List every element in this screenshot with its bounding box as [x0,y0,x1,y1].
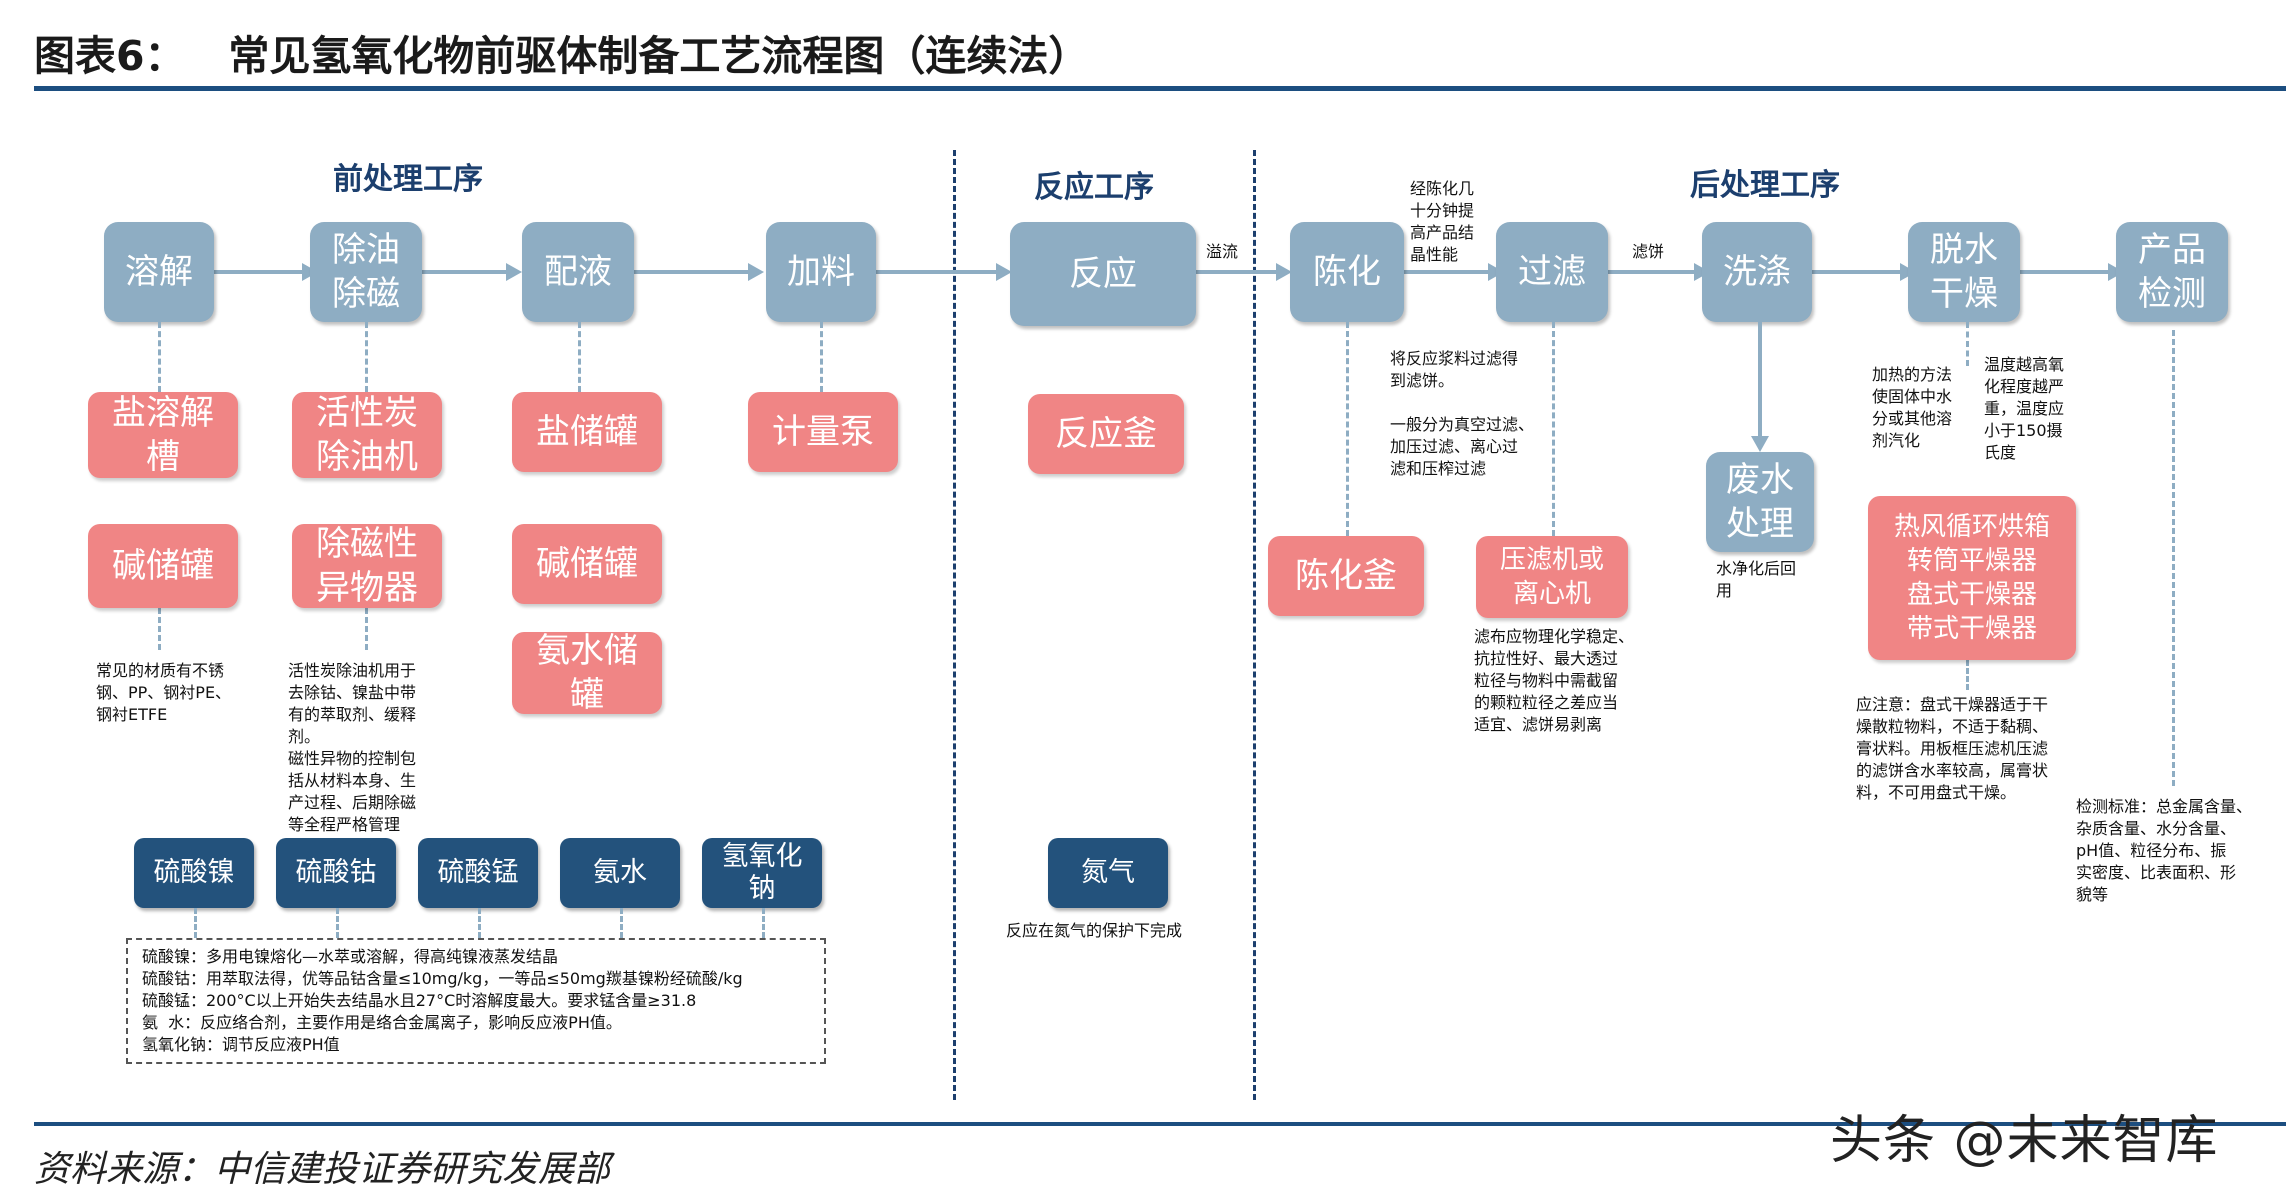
connector [158,322,161,392]
raw-material-notes: 硫酸镍：多用电镍熔化—水萃或溶解，得高纯镍液蒸发结晶 硫酸钴：用萃取法得，优等品… [126,938,826,1064]
connector [478,908,481,938]
connector [365,322,368,392]
equip-ammonia-tank: 氨水储 罐 [512,631,662,715]
step-aging: 陈化 [1290,222,1404,322]
equip-filter-press: 压滤机或 离心机 [1476,536,1628,618]
label-overflow: 溢流 [1206,242,1239,261]
raw-note-line: 氢氧化钠：调节反应液PH值 [142,1035,340,1054]
equip-dryers: 热风循环烘箱 转筒平燥器 盘式干燥器 带式干燥器 [1868,496,2076,660]
note-nitrogen: 反应在氮气的保护下完成 [1006,921,1183,940]
connector [158,608,161,650]
flow-arrow-icon [1276,263,1292,281]
note-inspection: 检测标准：总金属含量、 杂质含量、水分含量、 pH值、粒径分布、振 实密度、比表… [2076,797,2253,904]
raw-sodium-hydroxide: 氢氧化 钠 [702,838,822,908]
connector [336,908,339,938]
flow-line [214,270,309,274]
watermark: 头条 @未来智库 [1830,1111,2219,1171]
section-reaction: 反应工序 [1034,170,1154,205]
flow-line [2020,270,2114,274]
source-note: 资料来源：中信建投证券研究发展部 [34,1149,611,1190]
section-post-treatment: 后处理工序 [1690,168,1840,203]
equip-alkali-tank-2: 碱储罐 [512,524,662,604]
step-reaction: 反应 [1010,222,1196,326]
equip-carbon-degreaser: 活性炭 除油机 [292,392,442,478]
step-dewater-dry: 脱水 干燥 [1908,222,2020,322]
connector [194,908,197,938]
note-dry-temperature: 温度越高氧 化程度越严 重，温度应 小于150摄 氏度 [1984,355,2065,462]
raw-note-line: 氨 水：反应络合剂，主要作用是络合金属离子，影响反应液PH值。 [142,1013,622,1032]
raw-nitrogen: 氮气 [1048,838,1168,908]
raw-ammonia: 氨水 [560,838,680,908]
step-wastewater-treatment: 废水 处理 [1706,452,1814,552]
step-filter: 过滤 [1496,222,1608,322]
equip-alkali-tank: 碱储罐 [88,524,238,608]
flow-arrow-icon [1751,436,1769,452]
note-wastewater: 水净化后回 用 [1716,559,1797,600]
connector [578,322,581,392]
connector [365,608,368,650]
step-dissolve: 溶解 [104,222,214,322]
flow-line [422,270,512,274]
section-pre-treatment: 前处理工序 [333,162,483,197]
label-filter-cake: 滤饼 [1632,242,1665,261]
step-feed: 加料 [766,222,876,322]
note-filter-cloth: 滤布应物理化学稳定、 抗拉性好、最大透过 粒径与物料中需截留 的颗粒粒径之差应当… [1474,627,1635,734]
connector [820,322,823,392]
note-aging: 经陈化几 十分钟提 高产品结 晶性能 [1410,179,1475,264]
connector [1346,322,1349,536]
flow-line [876,270,1002,274]
flow-line [1608,270,1700,274]
flow-line [634,270,754,274]
equip-demagnetizer: 除磁性 异物器 [292,524,442,608]
step-degrease-demagnetize: 除油 除磁 [310,222,422,322]
raw-manganese-sulfate: 硫酸锰 [418,838,538,908]
flow-line [1404,270,1494,274]
equip-aging-tank: 陈化釜 [1268,536,1424,616]
flow-arrow-icon [748,263,764,281]
connector [2172,330,2175,786]
raw-note-line: 硫酸锰：200°C以上开始失去结晶水且27°C时溶解度最大。要求锰含量≥31.8 [142,991,697,1010]
equip-salt-dissolving-tank: 盐溶解 槽 [88,392,238,478]
connector [1552,322,1555,536]
flow-line [1758,322,1762,440]
flow-arrow-icon [506,263,522,281]
step-product-inspection: 产品 检测 [2116,222,2228,322]
flow-arrow-icon [996,263,1012,281]
step-wash: 洗涤 [1702,222,1812,322]
step-mix-solution: 配液 [522,222,634,322]
flow-line [1196,270,1282,274]
divider-reaction-post [1253,150,1256,1100]
connector [762,908,765,938]
connector [620,908,623,938]
raw-note-line: 硫酸钴：用萃取法得，优等品钴含量≤10mg/kg，一等品≤50mg羰基镍粉经硫酸… [142,969,743,988]
raw-nickel-sulfate: 硫酸镍 [134,838,254,908]
divider-pre-reaction [953,150,956,1100]
note-dry-heat: 加热的方法 使固体中水 分或其他溶 剂汽化 [1872,365,1953,450]
connector [1966,322,1969,366]
connector [1966,660,1969,690]
raw-note-line: 硫酸镍：多用电镍熔化—水萃或溶解，得高纯镍液蒸发结晶 [142,947,559,966]
flow-line [1812,270,1906,274]
raw-cobalt-sulfate: 硫酸钴 [276,838,396,908]
note-degrease: 活性炭除油机用于 去除钴、镍盐中带 有的萃取剂、缓释 剂。 磁性异物的控制包 括… [288,661,417,834]
equip-salt-tank: 盐储罐 [512,392,662,472]
header-divider [34,86,2286,91]
page-title: 图表6： 常见氢氧化物前驱体制备工艺流程图（连续法） [34,32,1090,80]
equip-metering-pump: 计量泵 [748,392,898,472]
equip-reactor: 反应釜 [1028,394,1184,474]
footer-divider [34,1122,2286,1126]
note-dry-caution: 应注意：盘式干燥器适于干 燥散粒物料，不适于黏稠、 膏状料。用板框压滤机压滤 的… [1856,695,2049,802]
note-materials: 常见的材质有不锈 钢、PP、钢衬PE、 钢衬ETFE [96,661,232,724]
note-filter: 将反应浆料过滤得 到滤饼。 一般分为真空过滤、 加压过滤、离心过 滤和压榨过滤 [1390,349,1535,478]
